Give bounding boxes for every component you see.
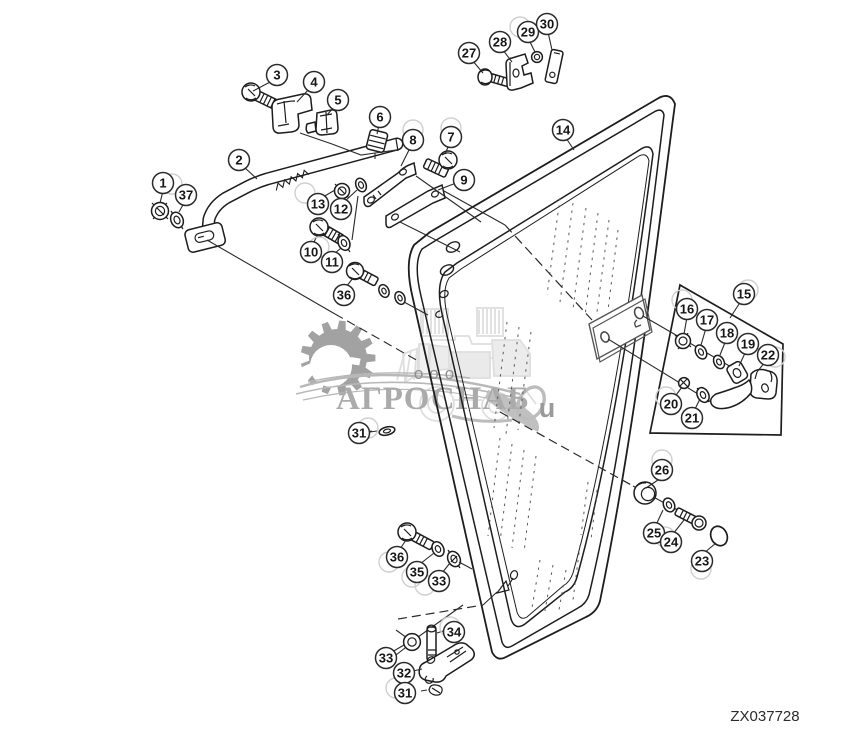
svg-text:28: 28 (493, 35, 507, 50)
svg-text:u: u (539, 393, 556, 423)
svg-text:8: 8 (409, 133, 416, 148)
svg-text:9: 9 (460, 173, 467, 188)
svg-text:11: 11 (325, 255, 339, 270)
svg-text:17: 17 (700, 313, 714, 328)
svg-text:3: 3 (273, 68, 280, 83)
svg-text:16: 16 (680, 302, 694, 317)
svg-text:5: 5 (334, 93, 341, 108)
svg-text:14: 14 (556, 123, 571, 138)
svg-text:36: 36 (337, 288, 351, 303)
svg-text:27: 27 (462, 46, 476, 61)
svg-text:15: 15 (737, 287, 751, 302)
svg-text:22: 22 (761, 348, 775, 363)
svg-text:25: 25 (647, 526, 661, 541)
svg-text:33: 33 (432, 574, 446, 589)
svg-text:ZX037728: ZX037728 (730, 708, 799, 725)
svg-text:19: 19 (741, 337, 755, 352)
svg-text:34: 34 (447, 625, 462, 640)
svg-text:24: 24 (664, 535, 679, 550)
svg-text:37: 37 (179, 188, 193, 203)
svg-text:2: 2 (235, 153, 242, 168)
svg-text:23: 23 (695, 554, 709, 569)
svg-text:12: 12 (334, 202, 348, 217)
svg-text:7: 7 (447, 130, 454, 145)
svg-text:1: 1 (159, 176, 166, 191)
svg-text:33: 33 (379, 651, 393, 666)
svg-text:20: 20 (664, 397, 678, 412)
svg-text:13: 13 (311, 197, 325, 212)
svg-text:6: 6 (376, 110, 383, 125)
svg-text:4: 4 (310, 75, 318, 90)
svg-text:30: 30 (540, 17, 554, 32)
svg-text:10: 10 (304, 245, 318, 260)
svg-text:29: 29 (521, 25, 535, 40)
svg-text:32: 32 (397, 666, 411, 681)
svg-text:ooo: ooo (414, 364, 460, 383)
svg-text:36: 36 (390, 550, 404, 565)
svg-text:18: 18 (720, 326, 734, 341)
svg-text:26: 26 (655, 463, 669, 478)
svg-text:35: 35 (410, 565, 424, 580)
svg-text:31: 31 (398, 686, 412, 701)
svg-text:31: 31 (352, 426, 366, 441)
svg-text:21: 21 (685, 411, 699, 426)
